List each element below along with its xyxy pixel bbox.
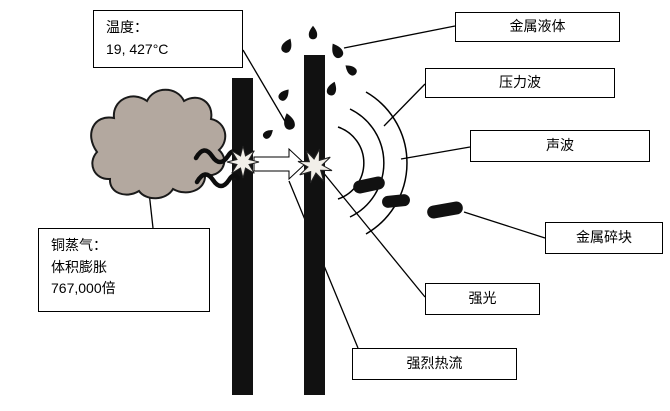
left-busbar bbox=[232, 78, 253, 395]
fragment-icon bbox=[353, 176, 385, 194]
metal-fragments-label-box: 金属碎块 bbox=[545, 222, 663, 254]
metal-fragments-label: 金属碎块 bbox=[576, 229, 632, 246]
droplet-icon bbox=[345, 65, 357, 76]
metal-droplets-icon bbox=[262, 25, 357, 139]
wave-arcs-icon bbox=[337, 91, 408, 235]
fragment-icon bbox=[427, 201, 463, 219]
leader-metal-liquid bbox=[343, 25, 456, 49]
fragment-icon bbox=[382, 194, 410, 208]
leader-metal-fragments bbox=[463, 211, 546, 239]
sound-wave-label-box: 声波 bbox=[470, 130, 650, 162]
starburst-right-icon bbox=[297, 148, 333, 184]
copper-vapor-label-line2: 体积膨胀 bbox=[51, 258, 107, 275]
temperature-label-line1: 温度： bbox=[106, 19, 148, 35]
metal-liquid-label: 金属液体 bbox=[509, 18, 566, 35]
wave-arc-middle-icon bbox=[349, 108, 385, 218]
temperature-label-line2: 19, 427°C bbox=[106, 40, 169, 57]
vapor-squiggle-bottom-icon bbox=[194, 172, 241, 189]
droplet-icon bbox=[284, 113, 295, 130]
droplet-icon bbox=[332, 43, 344, 59]
leader-temperature bbox=[242, 49, 287, 124]
intense-heat-label: 强烈热流 bbox=[406, 355, 463, 372]
wave-arc-outer-icon bbox=[365, 91, 408, 235]
copper-vapor-label-line1: 铜蒸气： bbox=[51, 237, 107, 253]
leader-pressure-wave bbox=[383, 83, 426, 127]
copper-vapor-label-box: 铜蒸气： 体积膨胀 767,000倍 bbox=[38, 228, 210, 312]
leader-intense-light bbox=[321, 170, 426, 298]
wave-arc-inner-icon bbox=[337, 126, 365, 200]
starburst-left-icon bbox=[226, 145, 260, 179]
metal-liquid-label-box: 金属液体 bbox=[455, 12, 620, 42]
intense-light-label: 强光 bbox=[468, 290, 497, 307]
droplet-icon bbox=[281, 38, 292, 53]
droplet-icon bbox=[278, 89, 289, 101]
right-busbar bbox=[304, 55, 325, 395]
starbursts-icon bbox=[226, 145, 333, 184]
droplet-icon bbox=[308, 25, 318, 40]
copper-vapor-cloud-icon bbox=[90, 88, 227, 200]
intense-light-label-box: 强光 bbox=[425, 283, 540, 315]
pressure-wave-label-box: 压力波 bbox=[425, 68, 615, 98]
droplet-icon bbox=[326, 81, 337, 96]
copper-vapor-label-line3: 767,000倍 bbox=[51, 280, 116, 297]
sound-wave-label: 声波 bbox=[546, 137, 574, 154]
droplet-icon bbox=[262, 129, 273, 139]
metal-fragments-icon bbox=[353, 176, 463, 219]
arc-arrow-icon bbox=[253, 147, 306, 181]
leader-sound-wave bbox=[400, 146, 471, 160]
intense-heat-label-box: 强烈热流 bbox=[352, 348, 517, 380]
temperature-label-box: 温度： 19, 427°C bbox=[93, 10, 243, 68]
leader-lines bbox=[148, 25, 546, 349]
pressure-wave-label: 压力波 bbox=[499, 74, 541, 91]
